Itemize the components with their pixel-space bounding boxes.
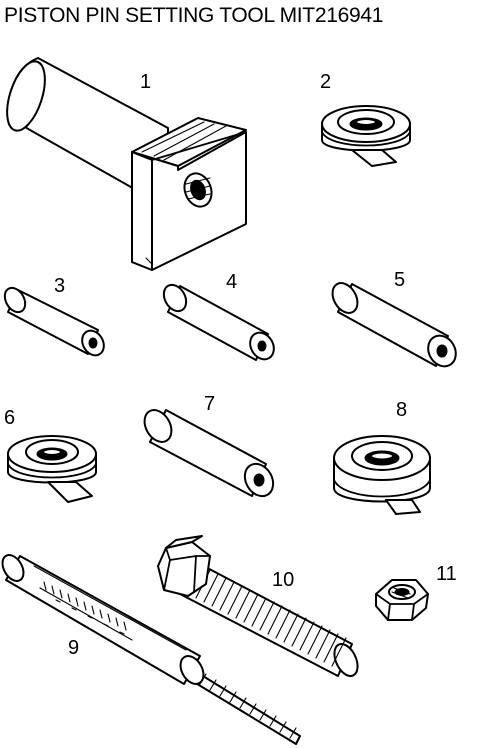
hex-bolt-icon	[157, 535, 359, 677]
hex-nut-icon	[375, 579, 429, 621]
piston-pin-base-icon	[6, 57, 247, 271]
part-number-6: 6	[4, 407, 15, 429]
part-number-7: 7	[204, 393, 215, 415]
pin-adapter-icon	[3, 286, 105, 357]
part-number-4: 4	[226, 271, 237, 293]
part-number-10: 10	[272, 569, 294, 591]
part-number-2: 2	[320, 71, 331, 93]
part-number-5: 5	[394, 269, 405, 291]
part-number-11: 11	[436, 563, 457, 585]
graduated-rod-icon	[1, 554, 301, 745]
part-number-1: 1	[140, 71, 151, 93]
pin-guide-cup-icon	[321, 105, 411, 167]
diagram-title: PISTON PIN SETTING TOOL MIT216941	[4, 4, 384, 27]
pin-guide-cup-icon	[7, 435, 97, 503]
pin-guide-cup-icon	[333, 435, 431, 515]
pin-adapter-icon	[162, 283, 275, 361]
part-number-3: 3	[54, 275, 65, 297]
pin-adapter-icon	[331, 282, 457, 368]
pin-adapter-icon	[143, 409, 275, 498]
part-number-9: 9	[68, 637, 79, 659]
part-number-8: 8	[396, 399, 407, 421]
